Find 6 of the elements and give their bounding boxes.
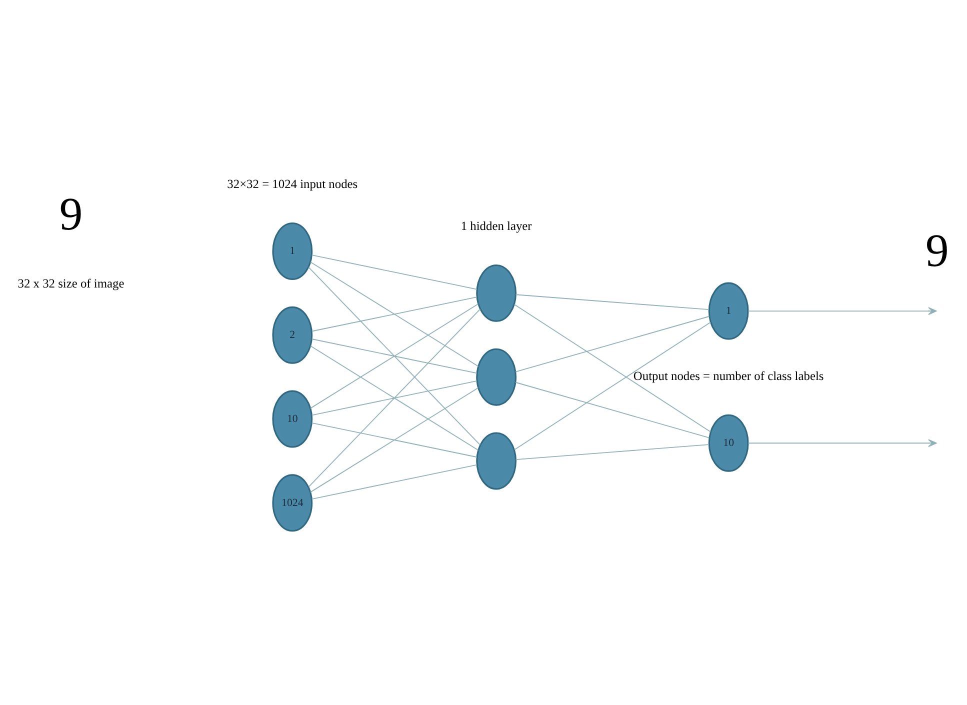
label: 9	[59, 188, 83, 240]
label: 9	[926, 224, 949, 276]
label: 32 x 32 size of image	[18, 276, 124, 290]
label: Output nodes = number of class labels	[633, 368, 824, 383]
label: 1 hidden layer	[460, 218, 532, 233]
label: 32×32 = 1024 input nodes	[227, 176, 358, 191]
